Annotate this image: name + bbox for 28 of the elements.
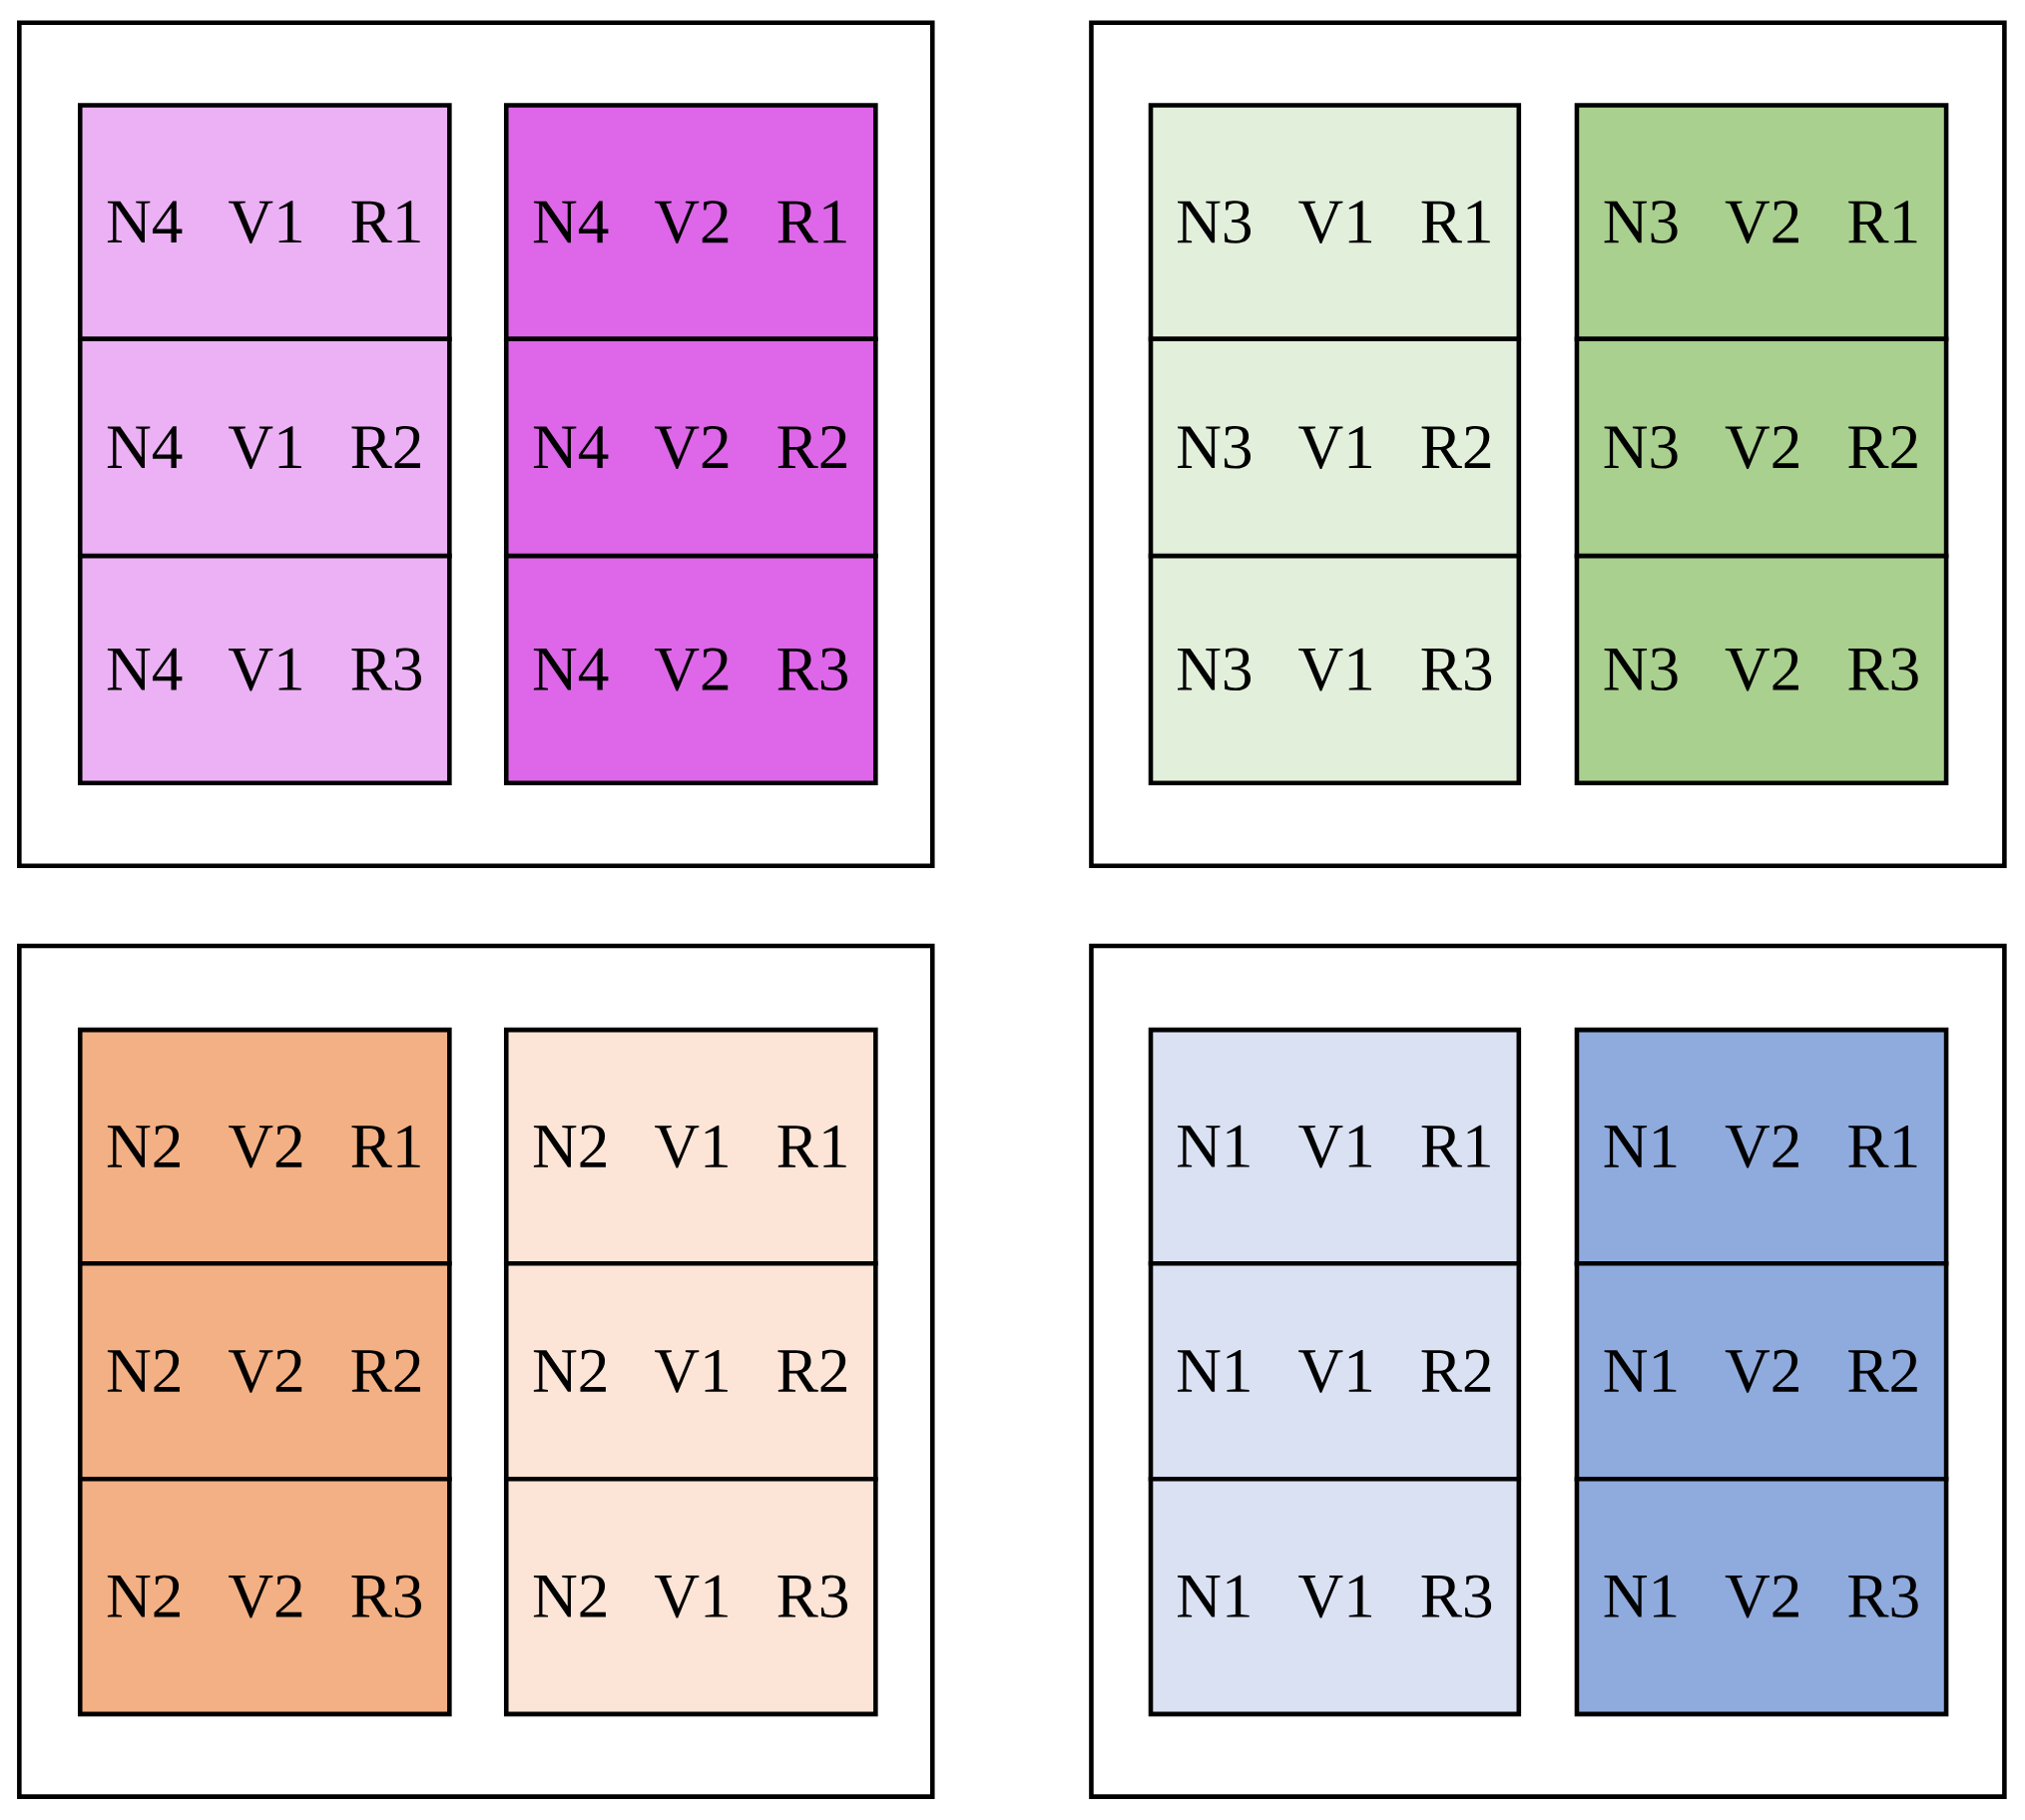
grid-cell: N4 V1 R3 <box>77 553 452 786</box>
grid-cell: N2 V2 R2 <box>77 1260 452 1482</box>
grid-cell: N1 V2 R2 <box>1574 1260 1949 1482</box>
grid-cell: N3 V2 R3 <box>1574 553 1949 786</box>
grid-cell: N3 V1 R2 <box>1148 336 1522 559</box>
grid-cell: N4 V2 R3 <box>503 553 878 786</box>
grid-cell: N1 V1 R2 <box>1148 1260 1522 1482</box>
grid-cell: N2 V1 R3 <box>503 1477 878 1717</box>
grid-cell: N2 V1 R1 <box>503 1027 878 1266</box>
grid-cell: N1 V1 R1 <box>1148 1027 1522 1266</box>
grid-cell: N1 V1 R3 <box>1148 1477 1522 1717</box>
panel-frame <box>1089 943 2007 1799</box>
grid-cell: N2 V2 R3 <box>77 1477 452 1717</box>
grid-cell: N4 V2 R1 <box>503 103 878 342</box>
grid-cell: N3 V1 R3 <box>1148 553 1522 786</box>
grid-cell: N1 V2 R1 <box>1574 1027 1949 1266</box>
panel-frame <box>1089 20 2007 868</box>
panel-frame <box>17 20 935 868</box>
grid-cell: N4 V2 R2 <box>503 336 878 559</box>
grid-cell: N3 V2 R1 <box>1574 103 1949 342</box>
grid-cell: N4 V1 R1 <box>77 103 452 342</box>
grid-cell: N2 V2 R1 <box>77 1027 452 1266</box>
grid-cell: N4 V1 R2 <box>77 336 452 559</box>
grid-cell: N2 V1 R2 <box>503 1260 878 1482</box>
grid-cell: N3 V2 R2 <box>1574 336 1949 559</box>
grid-cell: N1 V2 R3 <box>1574 1477 1949 1717</box>
grid-cell: N3 V1 R1 <box>1148 103 1522 342</box>
panel-frame <box>17 943 935 1799</box>
